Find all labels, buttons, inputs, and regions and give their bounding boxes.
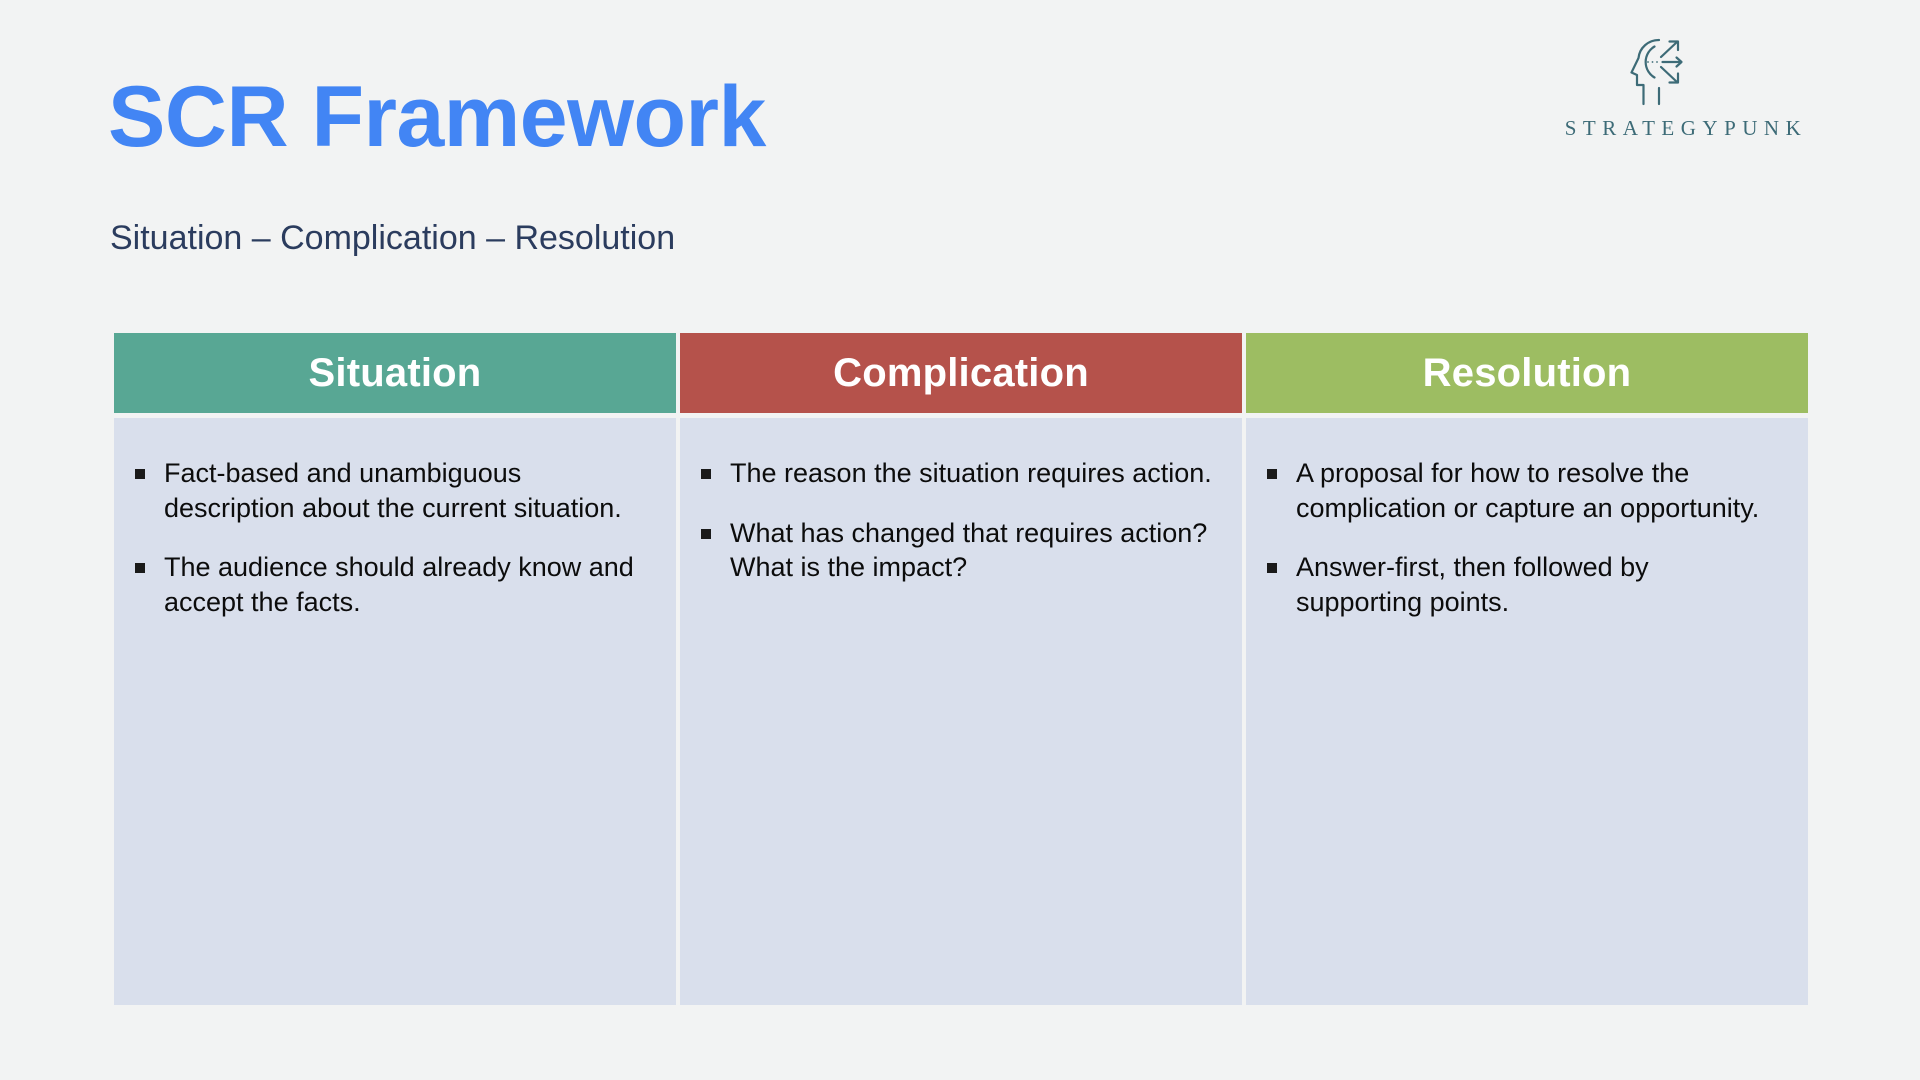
list-item: Answer-first, then followed by supportin… bbox=[1260, 550, 1782, 619]
list-item: The audience should already know and acc… bbox=[128, 550, 650, 619]
head-profile-with-arrows-icon bbox=[1628, 36, 1702, 108]
column-header-complication: Complication bbox=[680, 333, 1242, 413]
bullet-list-complication: The reason the situation requires action… bbox=[694, 456, 1216, 585]
scr-framework-table: Situation Complication Resolution Fact-b… bbox=[114, 333, 1808, 1005]
brand-logo: STRATEGYPUNK bbox=[1556, 36, 1816, 150]
column-body-situation: Fact-based and unambiguous description a… bbox=[114, 418, 676, 1005]
square-bullet-icon bbox=[1267, 563, 1277, 574]
square-bullet-icon bbox=[1267, 469, 1277, 479]
column-body-complication: The reason the situation requires action… bbox=[680, 418, 1242, 1005]
list-item: A proposal for how to resolve the compli… bbox=[1260, 456, 1782, 525]
bullet-list-situation: Fact-based and unambiguous description a… bbox=[128, 456, 650, 619]
square-bullet-icon bbox=[135, 563, 145, 574]
list-item-text: The reason the situation requires action… bbox=[730, 458, 1212, 488]
list-item-text: A proposal for how to resolve the compli… bbox=[1296, 458, 1760, 523]
logo-wordmark: STRATEGYPUNK bbox=[1564, 116, 1808, 140]
list-item: What has changed that requires action? W… bbox=[694, 516, 1216, 585]
list-item: The reason the situation requires action… bbox=[694, 456, 1216, 491]
list-item-text: Fact-based and unambiguous description a… bbox=[164, 458, 622, 523]
square-bullet-icon bbox=[701, 528, 711, 539]
page-subtitle: Situation – Complication – Resolution bbox=[110, 219, 676, 257]
list-item-text: Answer-first, then followed by supportin… bbox=[1296, 552, 1649, 617]
square-bullet-icon bbox=[135, 469, 145, 479]
column-body-resolution: A proposal for how to resolve the compli… bbox=[1246, 418, 1808, 1005]
square-bullet-icon bbox=[701, 469, 711, 479]
list-item-text: What has changed that requires action? W… bbox=[730, 517, 1208, 583]
column-header-resolution: Resolution bbox=[1246, 333, 1808, 413]
page-title: SCR Framework bbox=[108, 69, 766, 165]
list-item-text: The audience should already know and acc… bbox=[164, 552, 634, 617]
list-item: Fact-based and unambiguous description a… bbox=[128, 456, 650, 525]
column-header-situation: Situation bbox=[114, 333, 676, 413]
bullet-list-resolution: A proposal for how to resolve the compli… bbox=[1260, 456, 1782, 619]
